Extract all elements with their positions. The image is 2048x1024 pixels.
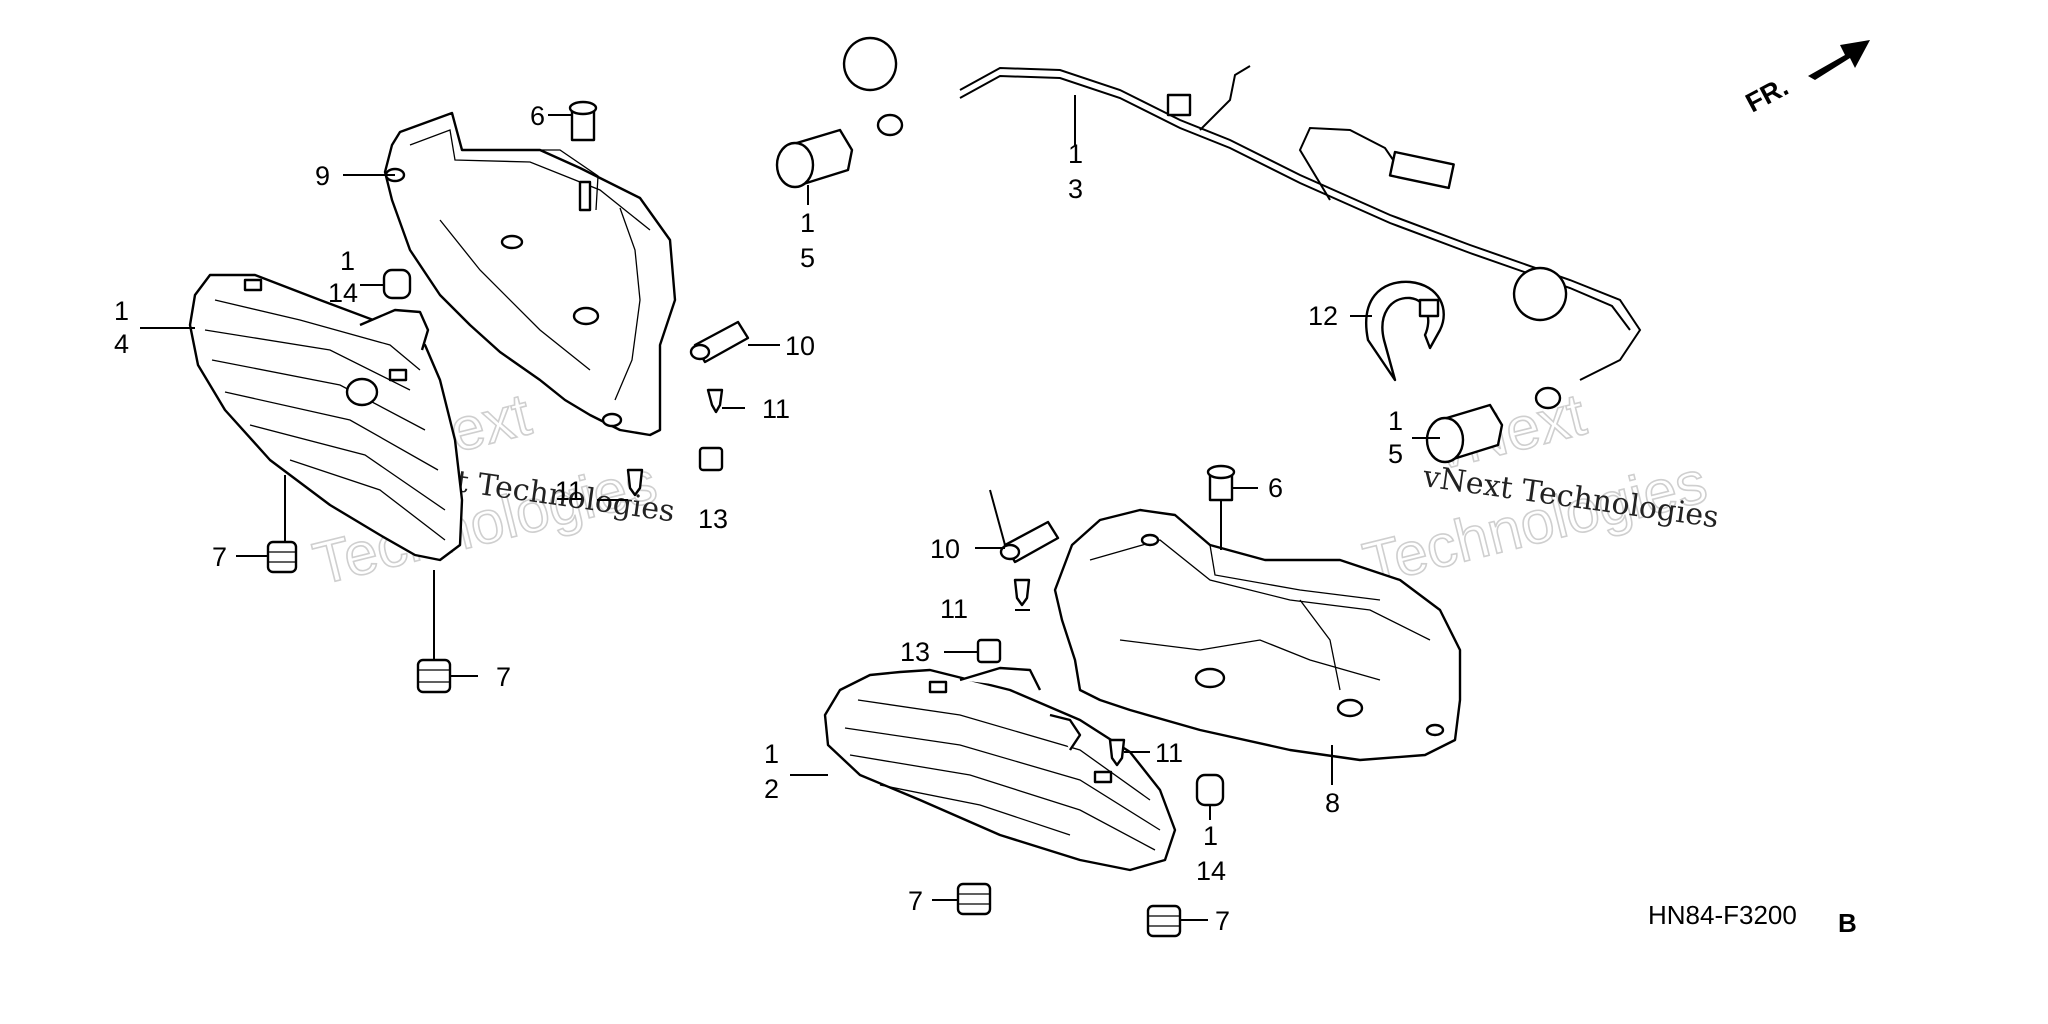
clip-part-10-right bbox=[999, 520, 1060, 564]
callout-4: 4 bbox=[114, 329, 129, 359]
callout-14-right: 14 bbox=[1196, 856, 1226, 886]
clamp-part-12 bbox=[1365, 280, 1445, 382]
callout-14-left-qty: 1 bbox=[340, 246, 355, 276]
screw-part-11-d bbox=[1108, 738, 1126, 767]
callout-5-right-qty: 1 bbox=[1388, 406, 1403, 436]
grommet-part-6-top bbox=[568, 100, 598, 142]
callout-5-right: 5 bbox=[1388, 439, 1403, 469]
bulb-top-part-5 bbox=[775, 128, 854, 189]
callout-6-top: 6 bbox=[530, 101, 545, 131]
callout-10-right: 10 bbox=[930, 534, 960, 564]
watermark-right: vNext Technologies vNext Technologies bbox=[1356, 380, 1721, 599]
diagram-code-suffix: B bbox=[1838, 908, 1857, 938]
screw-part-11-c bbox=[1013, 578, 1031, 607]
clip-part-10-left bbox=[689, 320, 750, 364]
callout-3-qty: 1 bbox=[1068, 139, 1083, 169]
callout-11-a: 11 bbox=[762, 394, 790, 424]
callout-11-c: 11 bbox=[940, 594, 968, 624]
diagram-code: HN84-F3200 B bbox=[1648, 900, 1857, 938]
nut-part-13-left bbox=[698, 446, 724, 472]
callout-12: 12 bbox=[1308, 301, 1338, 331]
screw-part-11-a bbox=[706, 388, 724, 414]
front-direction-marker: FR. bbox=[1741, 40, 1870, 118]
left-bracket-part-9 bbox=[383, 111, 677, 437]
rubber-cushion-7-d bbox=[1146, 904, 1182, 938]
left-lamp-part-4 bbox=[188, 273, 464, 562]
front-arrow-icon bbox=[1808, 40, 1870, 80]
callout-13-left: 13 bbox=[698, 504, 728, 534]
callout-2-qty: 1 bbox=[764, 739, 779, 769]
callout-7-b: 7 bbox=[496, 662, 511, 692]
callout-7-c: 7 bbox=[908, 886, 923, 916]
callout-5-top-qty: 1 bbox=[800, 208, 815, 238]
callout-11-d: 11 bbox=[1155, 738, 1183, 768]
callout-5-top: 5 bbox=[800, 243, 815, 273]
screw-part-11-b bbox=[626, 468, 644, 497]
callout-7-d: 7 bbox=[1215, 906, 1230, 936]
callout-14-right-qty: 1 bbox=[1203, 821, 1218, 851]
callout-14-left: 14 bbox=[328, 278, 358, 308]
callout-8: 8 bbox=[1325, 788, 1340, 818]
callout-labels: 6 9 1 14 1 4 7 7 10 11 11 13 1 3 1 5 12 … bbox=[114, 101, 1403, 936]
collar-part-14-right bbox=[1195, 773, 1225, 807]
right-bracket-part-8 bbox=[1053, 508, 1462, 762]
collar-part-14-left bbox=[382, 268, 412, 300]
callout-6-right: 6 bbox=[1268, 473, 1283, 503]
diagram-code-text: HN84-F3200 bbox=[1648, 900, 1797, 930]
rubber-cushion-7-a bbox=[266, 540, 298, 574]
callout-13-right: 13 bbox=[900, 637, 930, 667]
leader-lines bbox=[140, 95, 1440, 921]
callout-2: 2 bbox=[764, 774, 779, 804]
callout-7-a: 7 bbox=[212, 542, 227, 572]
rubber-cushion-7-c bbox=[956, 882, 992, 916]
callout-4-qty: 1 bbox=[114, 296, 129, 326]
front-label: FR. bbox=[1741, 71, 1793, 118]
nut-part-13-right bbox=[976, 638, 1002, 664]
callout-11-b: 11 bbox=[555, 476, 583, 506]
right-lamp-part-2 bbox=[823, 666, 1177, 872]
callout-9: 9 bbox=[315, 161, 330, 191]
callout-10-left: 10 bbox=[785, 331, 815, 361]
wire-harness-part-3 bbox=[842, 36, 1642, 410]
callout-3: 3 bbox=[1068, 174, 1083, 204]
bulb-right-part-5 bbox=[1425, 403, 1504, 464]
grommet-part-6-right bbox=[1206, 464, 1236, 502]
rubber-cushion-7-b bbox=[416, 658, 452, 694]
